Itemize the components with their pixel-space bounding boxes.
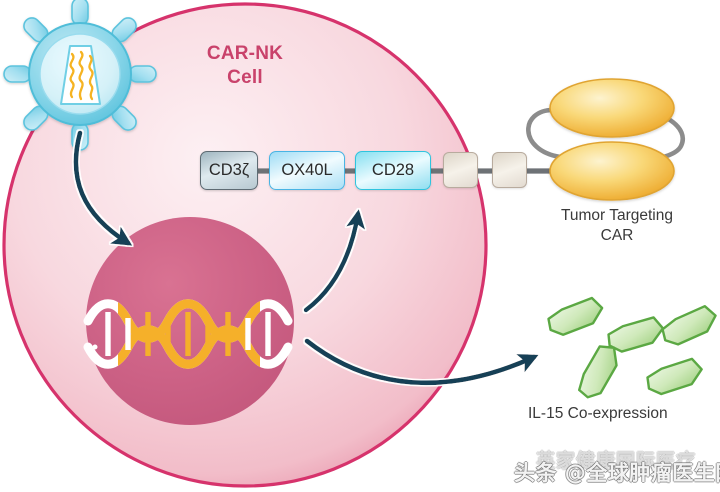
arrow-vector-to-nucleus <box>73 130 133 246</box>
arrow-nucleus-to-il15 <box>304 338 539 386</box>
watermark-main-text: 头条 @全球肿瘤医生网 <box>514 461 720 485</box>
il15-molecule <box>646 357 703 396</box>
dna-double-helix <box>83 299 293 369</box>
arrow-nucleus-to-car <box>303 209 366 313</box>
watermark-ghost-text: 英家健康国际医疗 <box>536 450 697 472</box>
page-title: CAR-NK Cell <box>186 42 304 90</box>
dna-transgene-a <box>118 299 260 343</box>
il15-molecule <box>578 345 618 399</box>
car-domain-transmembrane <box>443 152 478 188</box>
cell-title-line2: Cell <box>227 67 263 88</box>
car-domain-cd3-zeta: CD3ζ <box>200 151 258 190</box>
car-domain-hinge <box>492 152 527 188</box>
il15-coexpression-caption: IL-15 Co-expression <box>528 405 668 422</box>
scfv-heavy-chain-oval <box>549 78 675 138</box>
dna-base-pairs <box>105 312 271 356</box>
car-caption-line1: Tumor Targeting <box>561 207 673 224</box>
watermark: 英家健康国际医疗 头条 @全球肿瘤医生网 <box>514 450 720 486</box>
scfv-light-chain-oval <box>549 141 675 201</box>
lentiviral-vector <box>3 0 157 151</box>
cell-nucleus <box>83 217 294 425</box>
il15-molecule <box>547 296 604 336</box>
tumor-targeting-car-caption: Tumor Targeting CAR <box>528 206 706 246</box>
dna-transgene-b <box>118 325 260 369</box>
il15-molecules <box>547 296 717 399</box>
il15-molecule <box>661 304 717 346</box>
car-domain-ox40l: OX40L <box>269 151 345 190</box>
cell-title-line1: CAR-NK <box>206 43 284 64</box>
scfv-binding-domains <box>549 78 675 201</box>
car-caption-line2: CAR <box>600 227 634 244</box>
vector-rna <box>69 50 94 101</box>
car-domain-cd28: CD28 <box>355 151 431 190</box>
